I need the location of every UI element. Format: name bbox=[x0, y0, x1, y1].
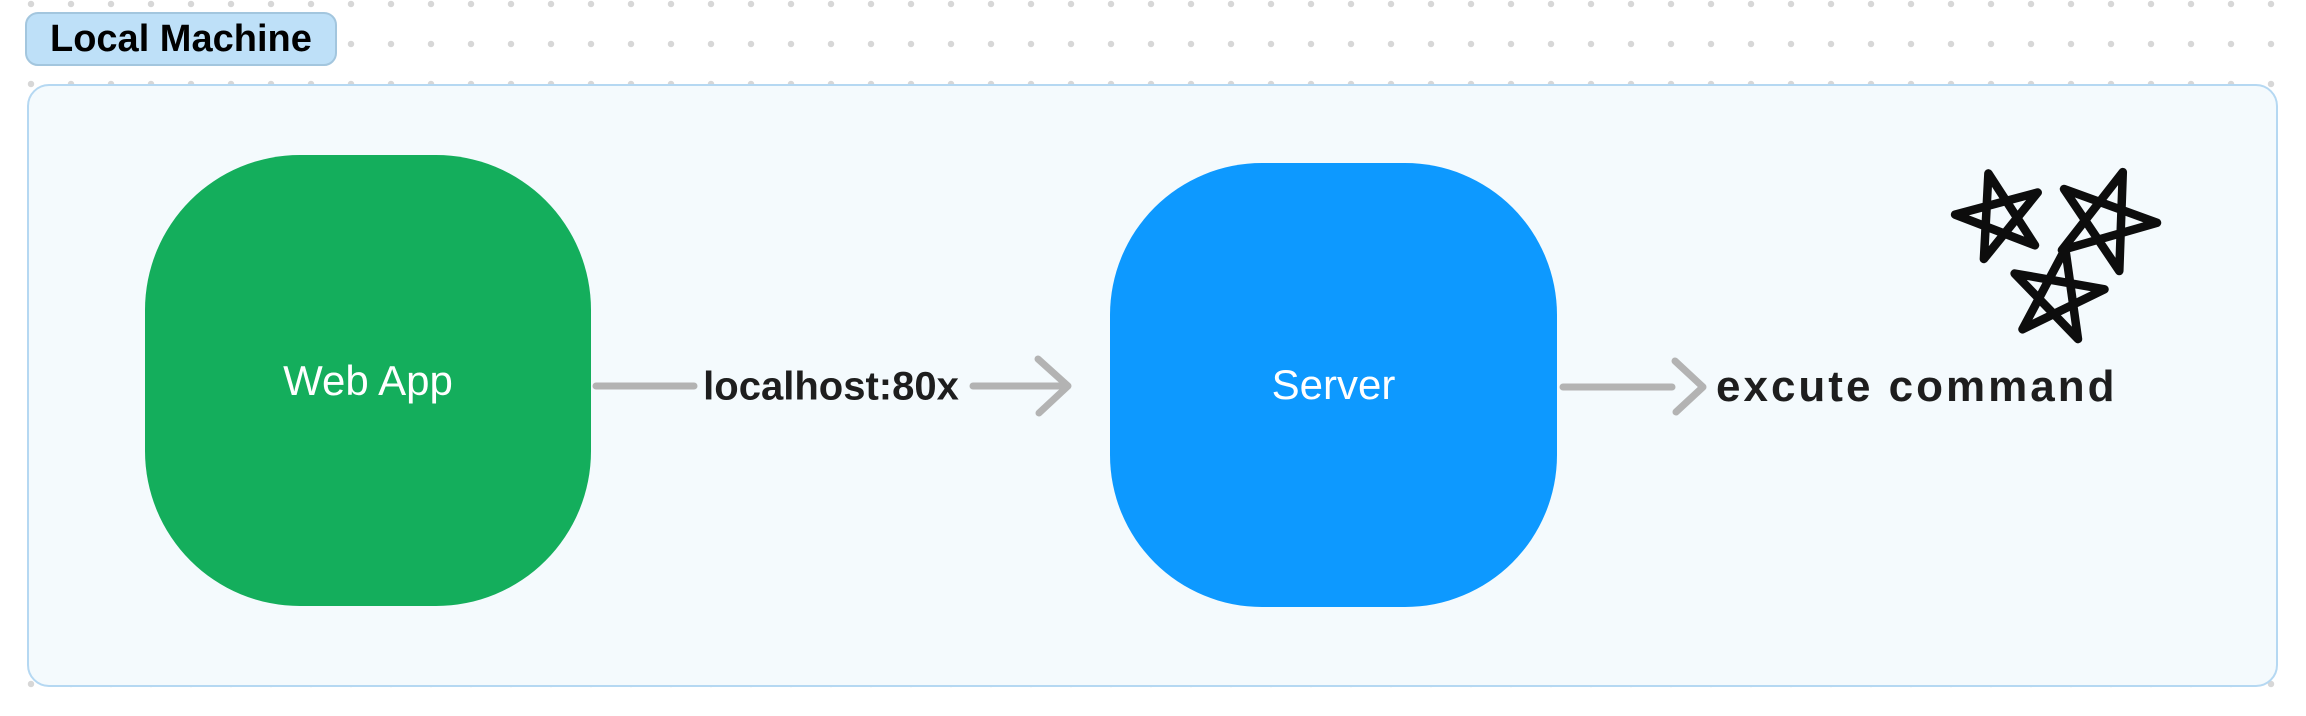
text-excute-command[interactable]: excute command bbox=[1716, 362, 2118, 411]
section-label[interactable]: Local Machine bbox=[25, 12, 337, 66]
node-server-label: Server bbox=[1271, 361, 1396, 408]
node-web-app[interactable]: Web App bbox=[145, 155, 591, 606]
node-server[interactable]: Server bbox=[1110, 163, 1557, 607]
node-web-app-label: Web App bbox=[283, 356, 453, 404]
connector-label-localhost[interactable]: localhost:80x bbox=[703, 364, 959, 409]
